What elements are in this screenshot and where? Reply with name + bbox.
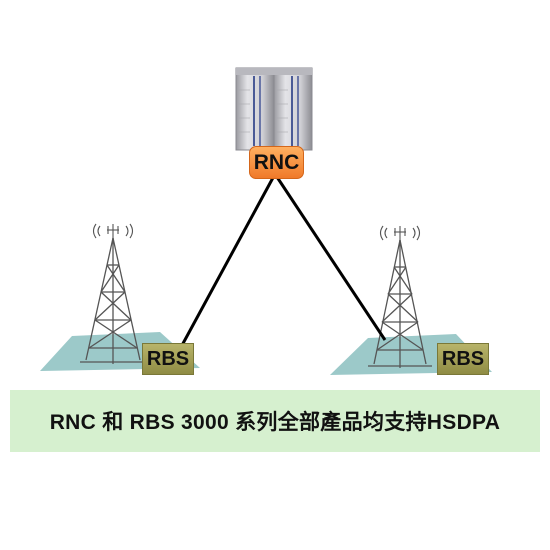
- rnc-server-icon: [235, 67, 313, 151]
- rbs-right-node-label: RBS: [437, 343, 489, 375]
- cell-tower-right-icon: [368, 239, 432, 368]
- link-rnc-to-rbs-right: [273, 173, 387, 341]
- link-rnc-to-rbs-left: [178, 173, 277, 350]
- antenna-right-icon: [379, 225, 421, 242]
- rnc-node-label: RNC: [249, 146, 304, 179]
- caption-band: RNC 和 RBS 3000 系列全部產品均支持HSDPA: [10, 390, 540, 452]
- cell-tower-left-icon: [80, 237, 146, 364]
- rbs-left-node-label: RBS: [142, 343, 194, 375]
- caption-text: RNC 和 RBS 3000 系列全部產品均支持HSDPA: [49, 411, 501, 434]
- antenna-left-icon: [92, 223, 134, 240]
